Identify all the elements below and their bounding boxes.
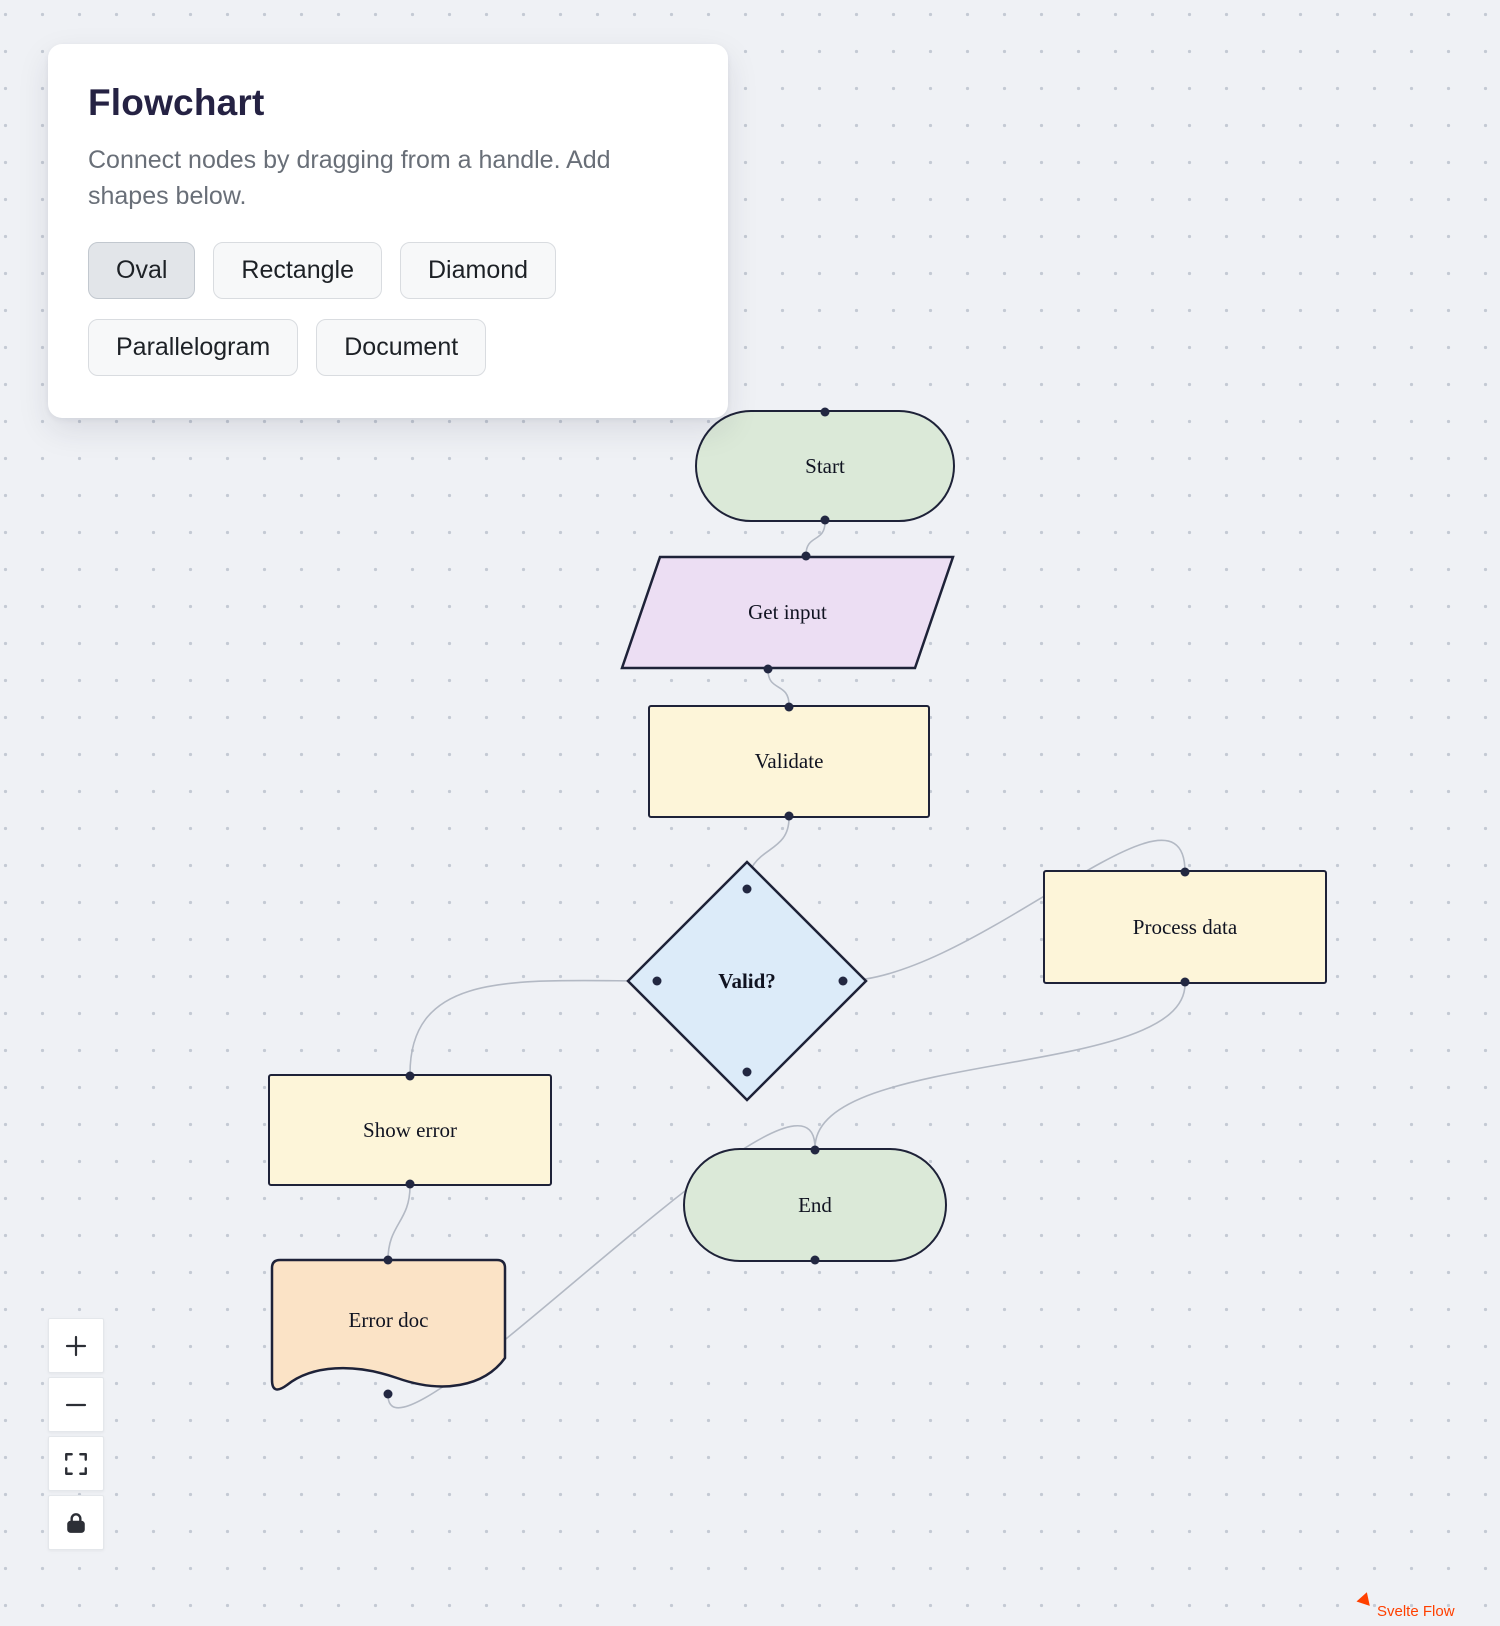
edge-getinput-validate[interactable] xyxy=(767,669,790,706)
plus-icon xyxy=(65,1335,87,1356)
toolbar-panel: Flowchart Connect nodes by dragging from… xyxy=(48,44,728,418)
fit-view-button[interactable] xyxy=(48,1436,104,1491)
fit-view-icon xyxy=(65,1452,87,1475)
edge-showerror-errordoc[interactable] xyxy=(387,1185,411,1261)
node-handle[interactable] xyxy=(820,407,830,417)
node-error-doc[interactable]: Error doc xyxy=(270,1255,507,1399)
node-handle[interactable] xyxy=(810,1145,820,1155)
add-rectangle-button[interactable]: Rectangle xyxy=(213,242,382,299)
edge-valid-showerror[interactable] xyxy=(409,979,658,1075)
add-parallelogram-button[interactable]: Parallelogram xyxy=(88,319,299,376)
lock-icon xyxy=(67,1512,85,1533)
edge-errordoc-end[interactable] xyxy=(387,1125,816,1409)
node-handle[interactable] xyxy=(1180,977,1190,987)
add-oval-button[interactable]: Oval xyxy=(88,242,196,299)
page-title: Flowchart xyxy=(88,82,265,123)
edge-start-getinput[interactable] xyxy=(805,521,826,556)
add-document-button[interactable]: Document xyxy=(316,319,487,376)
add-diamond-button[interactable]: Diamond xyxy=(399,242,557,299)
node-label: Error doc xyxy=(348,1307,429,1332)
node-label: Validate xyxy=(754,749,824,773)
node-handle[interactable] xyxy=(405,1071,415,1081)
panel-subtitle: Connect nodes by dragging from a handle.… xyxy=(88,146,611,210)
node-handle[interactable] xyxy=(763,664,773,674)
node-start[interactable]: Start xyxy=(695,407,955,525)
document-shape xyxy=(270,1258,507,1391)
svelte-flow-attribution[interactable]: Svelte Flow xyxy=(1356,1589,1455,1620)
attribution-label: Svelte Flow xyxy=(1377,1603,1455,1620)
node-handle[interactable] xyxy=(383,1255,393,1265)
node-label: Show error xyxy=(363,1117,457,1142)
node-handle[interactable] xyxy=(652,976,662,986)
node-label: Valid? xyxy=(718,968,776,993)
node-valid[interactable]: Valid? xyxy=(625,859,869,1103)
lock-toggle-button[interactable] xyxy=(48,1495,104,1550)
node-handle[interactable] xyxy=(784,811,794,821)
node-show-error[interactable]: Show error xyxy=(268,1071,552,1189)
node-end[interactable]: End xyxy=(683,1145,947,1265)
node-label: End xyxy=(798,1192,832,1217)
shape-buttons: Oval Rectangle Diamond Parallelogram Doc… xyxy=(88,242,688,376)
diamond-shape xyxy=(626,860,868,1102)
node-process-data[interactable]: Process data xyxy=(1043,867,1327,987)
edge-processdata-end[interactable] xyxy=(814,983,1186,1149)
minus-icon xyxy=(65,1403,87,1406)
node-handle[interactable] xyxy=(784,702,794,712)
node-label: Get input xyxy=(748,600,827,624)
node-handle[interactable] xyxy=(820,515,830,525)
parallelogram-shape xyxy=(620,555,955,670)
node-validate[interactable]: Validate xyxy=(648,702,930,821)
node-get-input[interactable]: Get input xyxy=(620,551,955,674)
node-handle[interactable] xyxy=(742,1067,752,1077)
node-handle[interactable] xyxy=(838,976,848,986)
zoom-out-button[interactable] xyxy=(48,1377,104,1432)
node-handle[interactable] xyxy=(801,551,811,561)
node-handle[interactable] xyxy=(1180,867,1190,877)
node-label: Process data xyxy=(1132,914,1238,939)
node-handle[interactable] xyxy=(405,1179,415,1189)
node-handle[interactable] xyxy=(810,1255,820,1265)
node-handle[interactable] xyxy=(383,1389,393,1399)
zoom-in-button[interactable] xyxy=(48,1318,104,1373)
node-label: Start xyxy=(805,453,845,478)
flow-controls xyxy=(48,1318,104,1550)
node-handle[interactable] xyxy=(742,884,752,894)
